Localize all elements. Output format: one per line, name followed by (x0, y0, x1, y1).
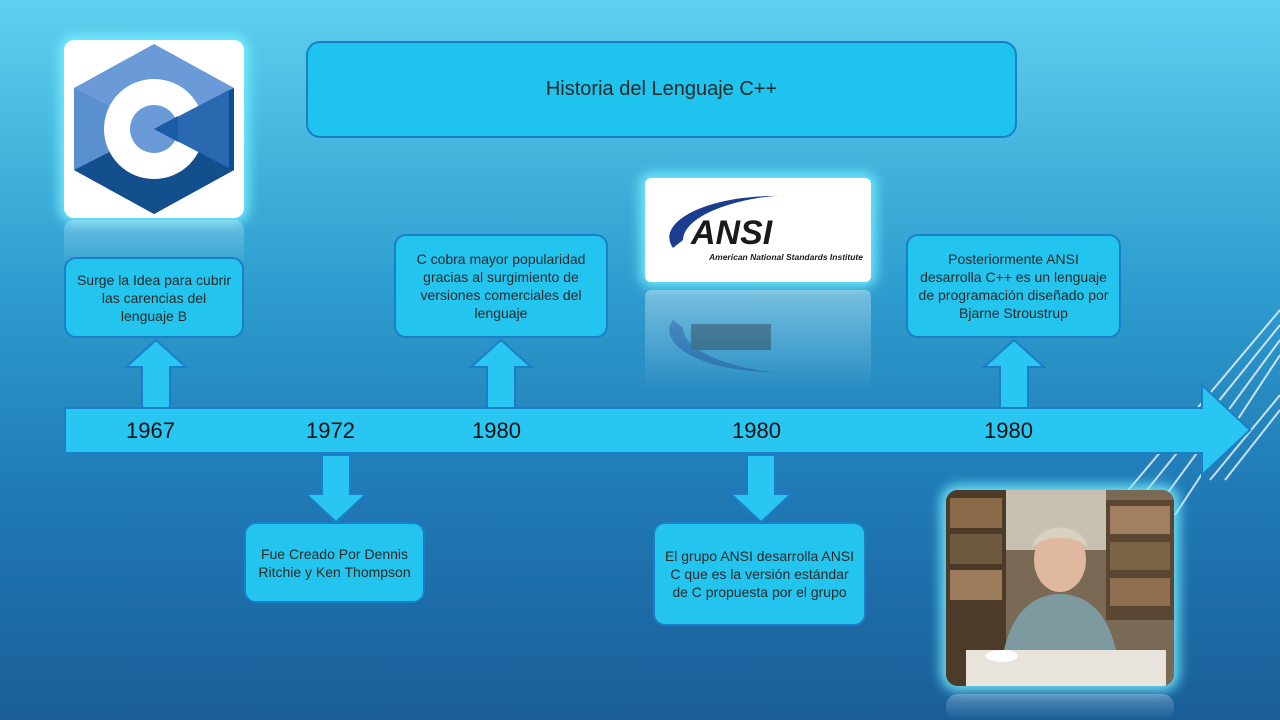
year-label-1967: 1967 (126, 418, 175, 443)
event-note-1980-commercial: C cobra mayor popularidad gracias al sur… (394, 234, 608, 338)
svg-text:ANSI: ANSI (690, 214, 774, 252)
ansi-logo-reflection (645, 290, 871, 390)
event-text: El grupo ANSI desarrolla ANSI C que es l… (664, 548, 855, 600)
person-photo (946, 490, 1174, 686)
photo-reflection (946, 694, 1174, 720)
ansi-logo-icon: ANSI American National Standards Institu… (669, 195, 863, 262)
timeline-arrow (64, 382, 1252, 478)
up-arrow-icon (981, 338, 1047, 409)
event-note-1967: Surge la Idea para cubrir las carencias … (64, 257, 244, 338)
page-title: Historia del Lenguaje C++ (545, 78, 778, 100)
up-arrow-icon (468, 338, 534, 409)
svg-text:American National Standards In: American National Standards Institute (708, 252, 863, 262)
event-text: Fue Creado Por Dennis Ritchie y Ken Thom… (258, 545, 411, 580)
year-label-1972: 1972 (306, 418, 355, 443)
down-arrow-icon (728, 454, 794, 524)
event-note-1980-ansi-c: El grupo ANSI desarrolla ANSI C que es l… (653, 522, 866, 626)
year-label-1980-c: 1980 (984, 418, 1033, 443)
down-arrow-icon (303, 454, 369, 524)
event-note-1972: Fue Creado Por Dennis Ritchie y Ken Thom… (244, 522, 425, 603)
event-text: C cobra mayor popularidad gracias al sur… (416, 251, 586, 321)
event-note-1980-cpp: Posteriormente ANSI desarrolla C++ es un… (906, 234, 1121, 338)
title-box: Historia del Lenguaje C++ (306, 41, 1017, 138)
c-language-logo: C (64, 40, 244, 218)
up-arrow-icon (123, 338, 189, 409)
year-label-1980-b: 1980 (732, 418, 781, 443)
year-label-1980-a: 1980 (472, 418, 521, 443)
event-text: Surge la Idea para cubrir las carencias … (76, 271, 232, 324)
ansi-logo: ANSI American National Standards Institu… (645, 178, 871, 282)
c-logo-icon: C (74, 44, 234, 214)
event-text: Posteriormente ANSI desarrolla C++ es un… (918, 251, 1109, 321)
